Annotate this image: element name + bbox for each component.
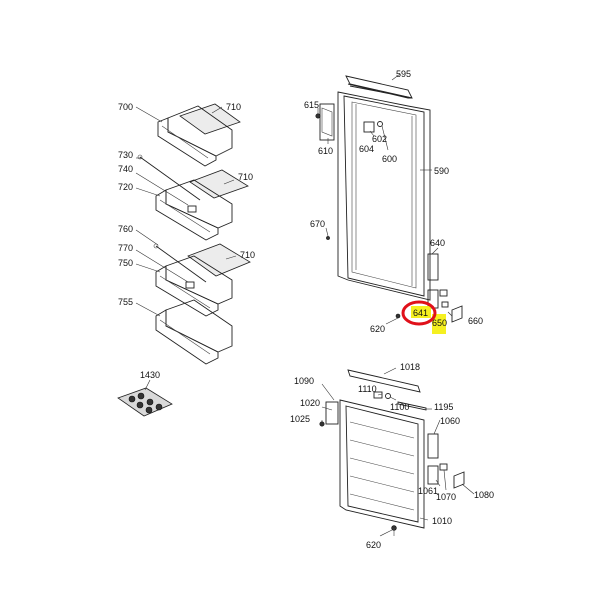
label-770: 770 <box>118 243 133 253</box>
label-1010: 1010 <box>432 516 452 526</box>
label-660: 660 <box>468 316 483 326</box>
label-750: 750 <box>118 258 133 268</box>
shelf-group-720 <box>135 154 249 241</box>
label-641: 641 <box>413 308 428 318</box>
egg-tray-1430 <box>117 379 173 417</box>
label-1100: 1100 <box>390 402 409 412</box>
label-1025: 1025 <box>290 414 310 424</box>
shelf-group-750 <box>135 229 251 317</box>
label-620-lower: 620 <box>366 540 381 550</box>
label-1070: 1070 <box>436 492 456 502</box>
shelf-group-700 <box>135 103 241 167</box>
highlight-marker-641 <box>411 306 431 318</box>
label-602: 602 <box>372 134 387 144</box>
label-600: 600 <box>382 154 397 164</box>
label-710-c: 710 <box>240 250 255 260</box>
label-615: 615 <box>304 100 319 110</box>
label-730: 730 <box>118 150 133 160</box>
label-650: 650 <box>432 318 447 328</box>
label-755: 755 <box>118 297 133 307</box>
label-1060: 1060 <box>440 416 460 426</box>
shelf-group-755 <box>135 299 233 365</box>
label-610: 610 <box>318 146 333 156</box>
label-700: 700 <box>118 102 133 112</box>
label-620-upper: 620 <box>370 324 385 334</box>
label-1110: 1110 <box>358 384 377 394</box>
label-1195: 1195 <box>434 402 453 412</box>
label-1061: 1061 <box>418 486 438 496</box>
label-710-b: 710 <box>238 172 253 182</box>
label-670: 670 <box>310 219 325 229</box>
label-710-a: 710 <box>226 102 241 112</box>
upper-door <box>315 73 463 325</box>
label-590: 590 <box>434 166 449 176</box>
label-1090: 1090 <box>294 376 314 386</box>
label-595: 595 <box>396 69 411 79</box>
label-1430: 1430 <box>140 370 160 380</box>
highlight-marker-650 <box>432 314 446 334</box>
label-1080: 1080 <box>474 490 494 500</box>
label-640: 640 <box>430 238 445 248</box>
label-604: 604 <box>359 144 374 154</box>
label-740: 740 <box>118 164 133 174</box>
highlight-circle-641 <box>401 300 437 326</box>
label-720: 720 <box>118 182 133 192</box>
label-1018: 1018 <box>400 362 420 372</box>
part-labels: 700 710 730 740 720 710 760 770 750 710 … <box>118 69 494 550</box>
label-1020: 1020 <box>300 398 320 408</box>
label-760: 760 <box>118 224 133 234</box>
lower-door <box>319 367 475 537</box>
